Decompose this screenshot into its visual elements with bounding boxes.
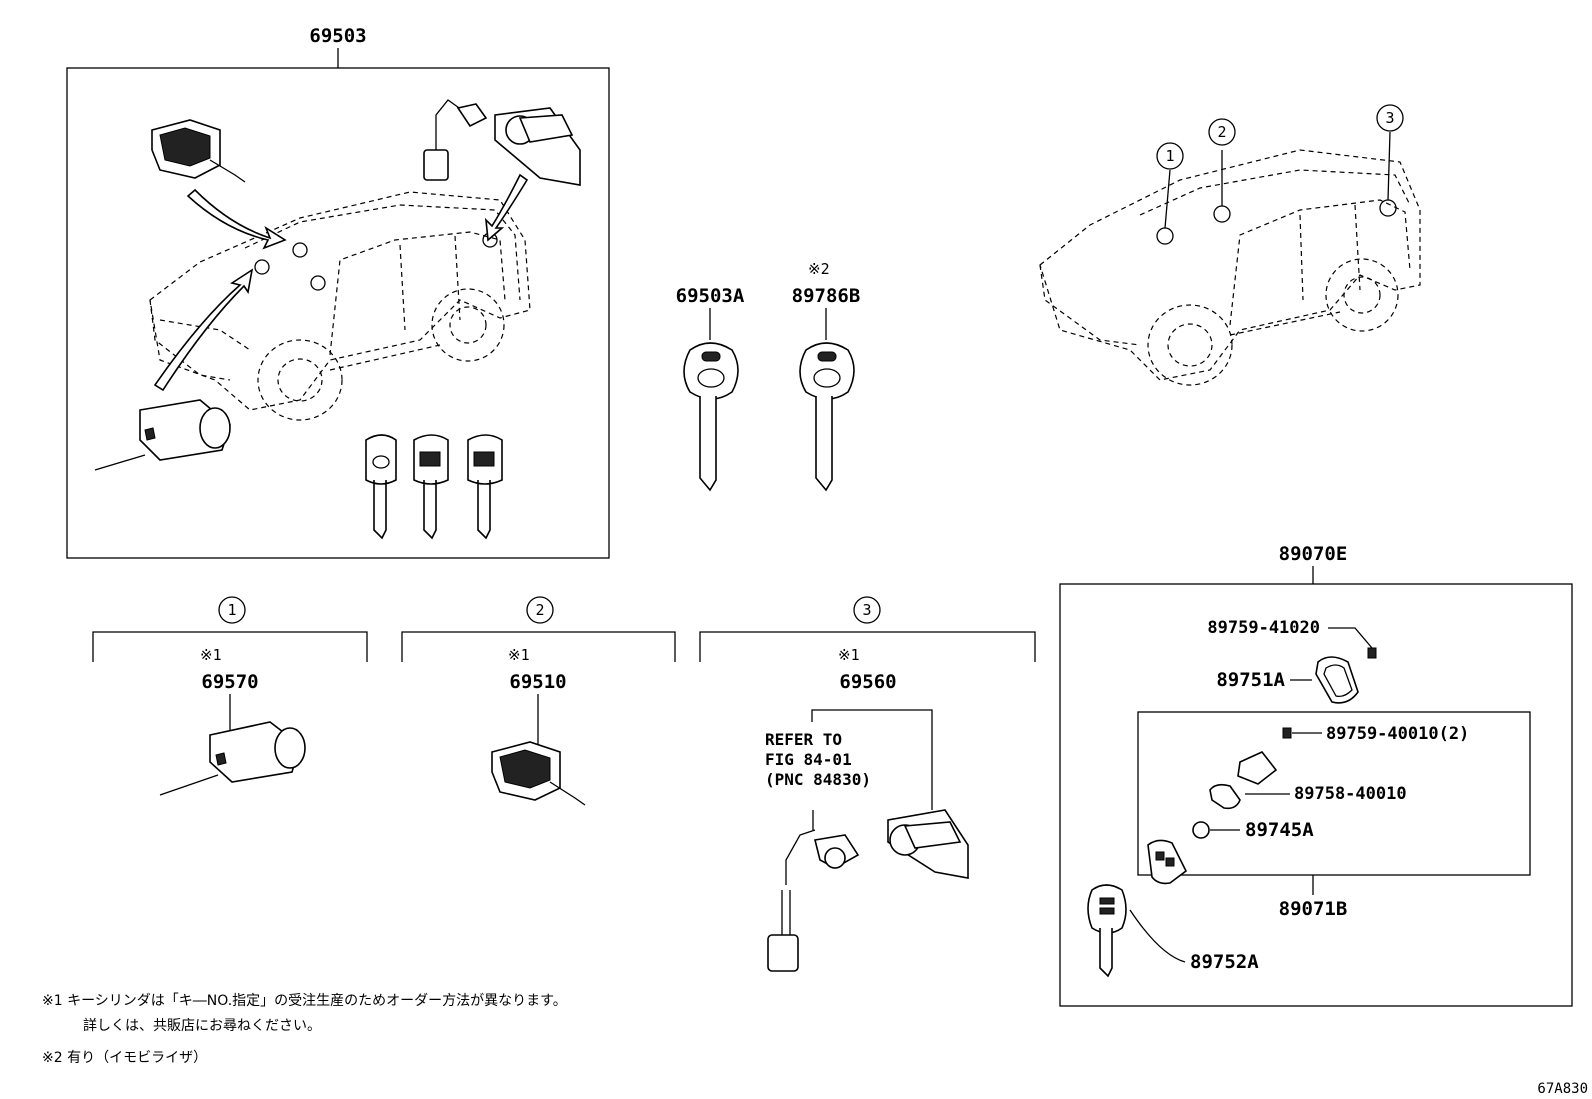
label-89759-40010[interactable]: 89759-40010(2) [1326, 724, 1469, 744]
refer-line-1: REFER TO [765, 730, 842, 749]
key-69503A[interactable]: 69503A [676, 285, 745, 492]
mark-1: ※1 [200, 646, 222, 664]
vehicle-illustration-left [149, 173, 531, 421]
label-89745A[interactable]: 89745A [1245, 819, 1314, 841]
rear-cylinder-illustration [494, 107, 581, 186]
label-69503A[interactable]: 69503A [676, 285, 745, 307]
location-marker-1[interactable]: 1 [1156, 142, 1184, 170]
cylinder-group-1: 1 ※1 69570 [92, 596, 368, 796]
label-89786B[interactable]: 89786B [792, 285, 861, 307]
cylinder-group-2: 2 ※1 69510 [401, 596, 676, 806]
assembly-box [66, 67, 610, 559]
label-89070E[interactable]: 89070E [1279, 543, 1348, 565]
group-1-circle: 1 [227, 601, 236, 619]
note-1-line-1: ※1 キーシリンダは「キ―NO.指定」の受注生産のためオーダー方法が異なります。 [42, 993, 567, 1009]
key-89786B[interactable]: ※2 89786B [792, 260, 861, 492]
label-89752A[interactable]: 89752A [1190, 951, 1259, 973]
location-marker-3[interactable]: 3 [1376, 104, 1404, 132]
mark-1b: ※1 [508, 646, 530, 664]
remote-assembly: 89070E 89759-41020 89751A 89759-40010(2)… [1059, 543, 1573, 1007]
connector-illustration [423, 99, 488, 181]
label-69503[interactable]: 69503 [309, 25, 366, 47]
group-2-circle: 2 [535, 601, 544, 619]
label-69570[interactable]: 69570 [201, 671, 258, 693]
refer-line-2: FIG 84-01 [765, 750, 852, 769]
label-69560[interactable]: 69560 [839, 671, 896, 693]
remote-sub-box [1137, 711, 1531, 876]
ignition-cylinder-illustration [94, 399, 231, 471]
note-1-line-2: 詳しくは、共販店にお尋ねください。 [83, 1018, 321, 1034]
location-marker-2[interactable]: 2 [1208, 118, 1236, 146]
remote-box [1059, 583, 1573, 1007]
mark-1c: ※1 [838, 646, 860, 664]
svg-text:3: 3 [1385, 109, 1394, 127]
label-89751A[interactable]: 89751A [1216, 669, 1285, 691]
cylinder-group-3: 3 ※1 69560 REFER TO FIG 84-01 (PNC 84830… [699, 596, 1036, 972]
figure-id: 67A830 [1537, 1081, 1588, 1097]
key-set-illustration [365, 434, 503, 540]
mark-2: ※2 [808, 260, 830, 278]
door-cylinder-illustration [151, 119, 246, 183]
label-89071B[interactable]: 89071B [1279, 898, 1348, 920]
svg-text:1: 1 [1165, 147, 1174, 165]
note-2: ※2 有り（イモビライザ） [42, 1050, 207, 1066]
svg-text:2: 2 [1217, 123, 1226, 141]
vehicle-illustration-right [1039, 131, 1421, 386]
refer-line-3: (PNC 84830) [765, 770, 871, 789]
group-3-circle: 3 [862, 601, 871, 619]
label-89758-40010[interactable]: 89758-40010 [1294, 784, 1407, 804]
label-89759-41020[interactable]: 89759-41020 [1207, 618, 1320, 638]
label-69510[interactable]: 69510 [509, 671, 566, 693]
